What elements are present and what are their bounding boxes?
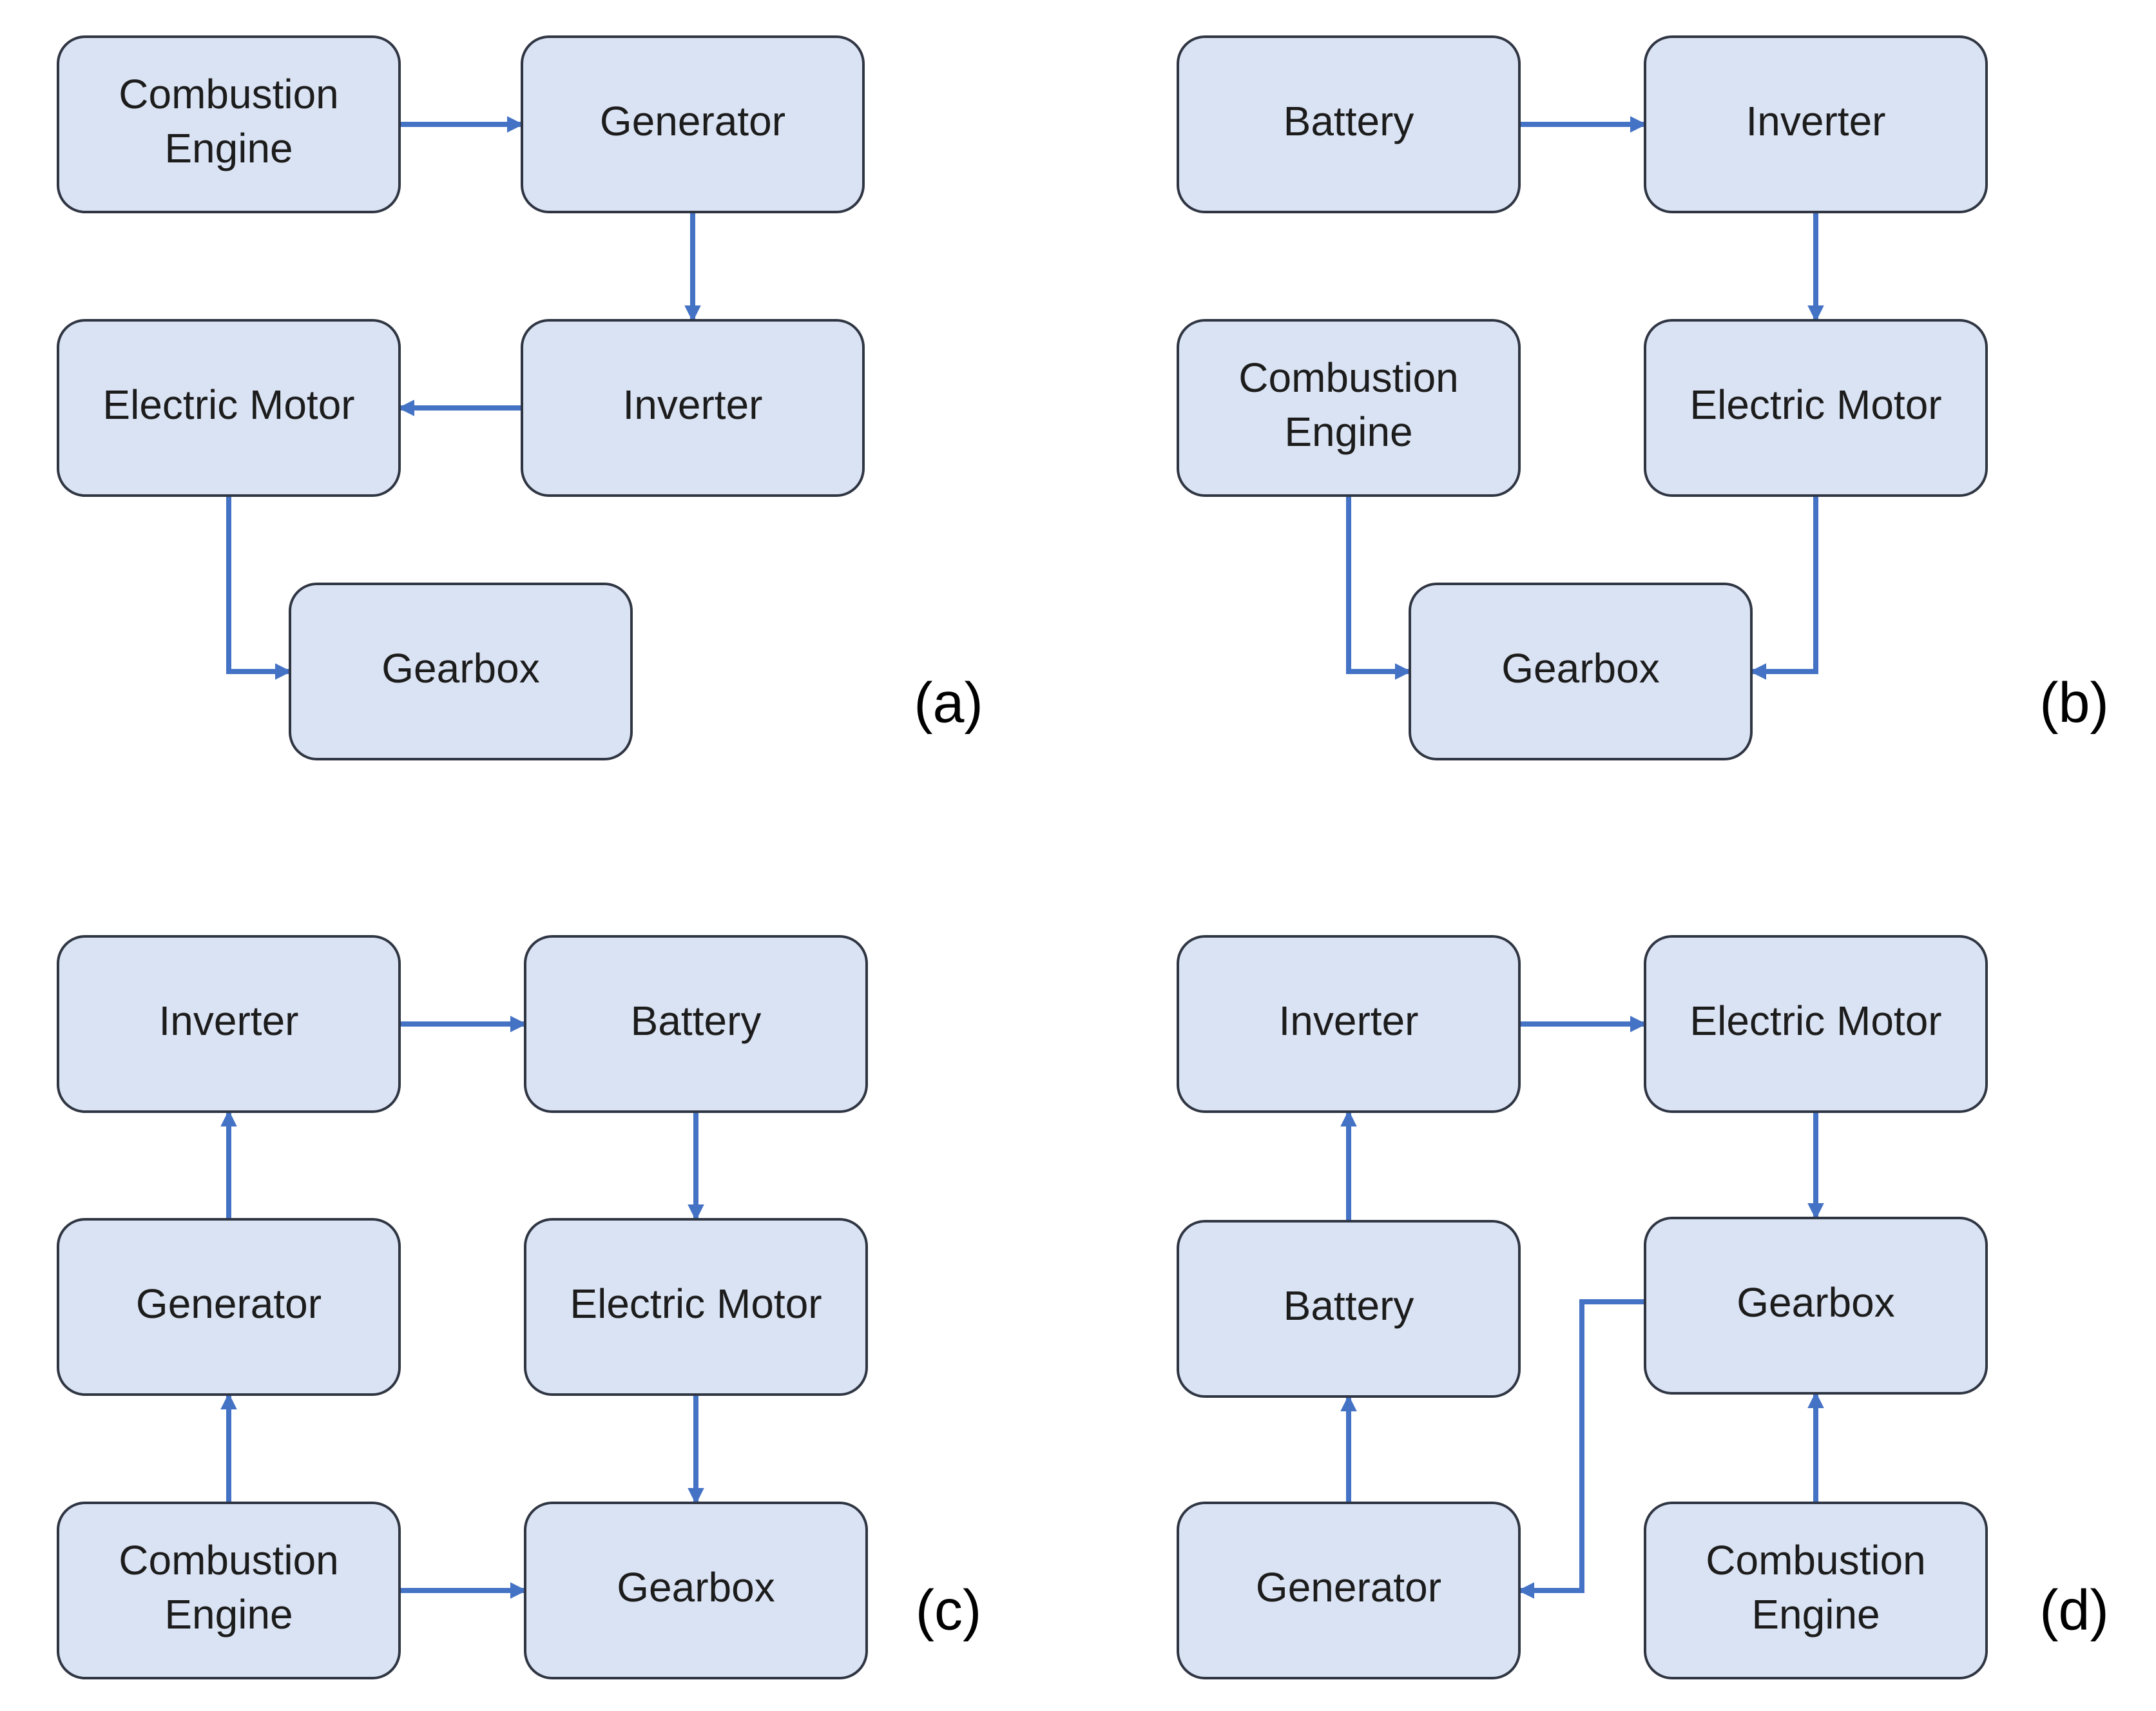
node-label: Gearbox xyxy=(1501,645,1659,691)
node-box xyxy=(524,1218,868,1396)
node-label: Inverter xyxy=(1279,998,1419,1044)
node-box xyxy=(1409,583,1753,760)
panel-a-edges xyxy=(226,116,701,680)
node-box xyxy=(57,1502,401,1679)
node-generator: Generator xyxy=(521,35,865,213)
node-gearbox: Gearbox xyxy=(524,1502,868,1679)
arrow-gearbox-to-generator xyxy=(1517,1299,1645,1599)
node-gearbox: Gearbox xyxy=(1409,583,1753,760)
node-label: Generator xyxy=(1256,1564,1441,1610)
panel-label: (d) xyxy=(2039,1578,2109,1641)
node-label: Engine xyxy=(1284,409,1412,455)
node-box xyxy=(1644,35,1988,213)
node-label: Generator xyxy=(136,1281,322,1327)
node-gearbox: Gearbox xyxy=(1644,1217,1988,1395)
node-label: Inverter xyxy=(623,382,763,428)
node-label: Engine xyxy=(164,1591,293,1638)
node-label: Engine xyxy=(1751,1591,1880,1638)
node-inverter: Inverter xyxy=(1177,935,1521,1113)
panel-b-edges xyxy=(1346,116,1824,680)
node-label: Battery xyxy=(631,998,762,1044)
node-box xyxy=(289,583,633,760)
node-battery: Battery xyxy=(1177,1220,1521,1398)
node-gearbox: Gearbox xyxy=(289,583,633,760)
node-label: Inverter xyxy=(159,998,299,1044)
node-label: Electric Motor xyxy=(1689,382,1941,428)
node-generator: Generator xyxy=(1177,1502,1521,1679)
node-box xyxy=(524,935,868,1113)
node-inverter: Inverter xyxy=(1644,35,1988,213)
arrow-motor-to-gearbox xyxy=(1749,496,1818,680)
node-generator: Generator xyxy=(57,1218,401,1396)
node-label: Combustion xyxy=(1706,1537,1926,1583)
node-motor: Electric Motor xyxy=(1644,935,1988,1113)
node-label: Generator xyxy=(600,98,785,144)
node-box xyxy=(57,319,401,497)
arrow-motor-to-gearbox xyxy=(226,496,292,680)
node-label: Battery xyxy=(1284,98,1414,144)
node-label: Combustion xyxy=(119,1537,339,1583)
node-box xyxy=(1644,935,1988,1113)
node-battery: Battery xyxy=(524,935,868,1113)
node-motor: Electric Motor xyxy=(1644,319,1988,497)
node-motor: Electric Motor xyxy=(57,319,401,497)
node-label: Battery xyxy=(1284,1282,1414,1329)
panel-label: (a) xyxy=(914,670,983,734)
node-inverter: Inverter xyxy=(521,319,865,497)
node-box xyxy=(521,319,865,497)
node-label: Combustion xyxy=(119,71,339,117)
node-label: Combustion xyxy=(1238,354,1459,401)
node-box xyxy=(1177,319,1521,497)
panel-label: (b) xyxy=(2039,670,2109,734)
panel-c-edges xyxy=(220,1016,704,1599)
node-label: Electric Motor xyxy=(570,1281,822,1327)
node-label: Engine xyxy=(164,125,293,171)
node-box xyxy=(57,935,401,1113)
node-inverter: Inverter xyxy=(57,935,401,1113)
node-box xyxy=(57,1218,401,1396)
panel-label: (c) xyxy=(916,1578,982,1641)
node-box xyxy=(1177,35,1521,213)
node-box xyxy=(1644,1217,1988,1395)
node-box xyxy=(1644,319,1988,497)
node-label: Electric Motor xyxy=(102,382,354,428)
node-box xyxy=(1644,1502,1988,1679)
node-box xyxy=(524,1502,868,1679)
node-label: Electric Motor xyxy=(1689,998,1941,1044)
node-battery: Battery xyxy=(1177,35,1521,213)
node-label: Gearbox xyxy=(1737,1279,1894,1326)
panel-d-edges xyxy=(1340,1016,1824,1599)
node-label: Inverter xyxy=(1746,98,1886,144)
node-box xyxy=(1177,1502,1521,1679)
node-box xyxy=(1177,935,1521,1113)
node-motor: Electric Motor xyxy=(524,1218,868,1396)
node-label: Gearbox xyxy=(617,1564,775,1610)
node-box xyxy=(1177,1220,1521,1398)
arrow-engine-to-gearbox xyxy=(1346,496,1412,680)
node-box xyxy=(57,35,401,213)
node-label: Gearbox xyxy=(381,645,539,691)
node-box xyxy=(521,35,865,213)
